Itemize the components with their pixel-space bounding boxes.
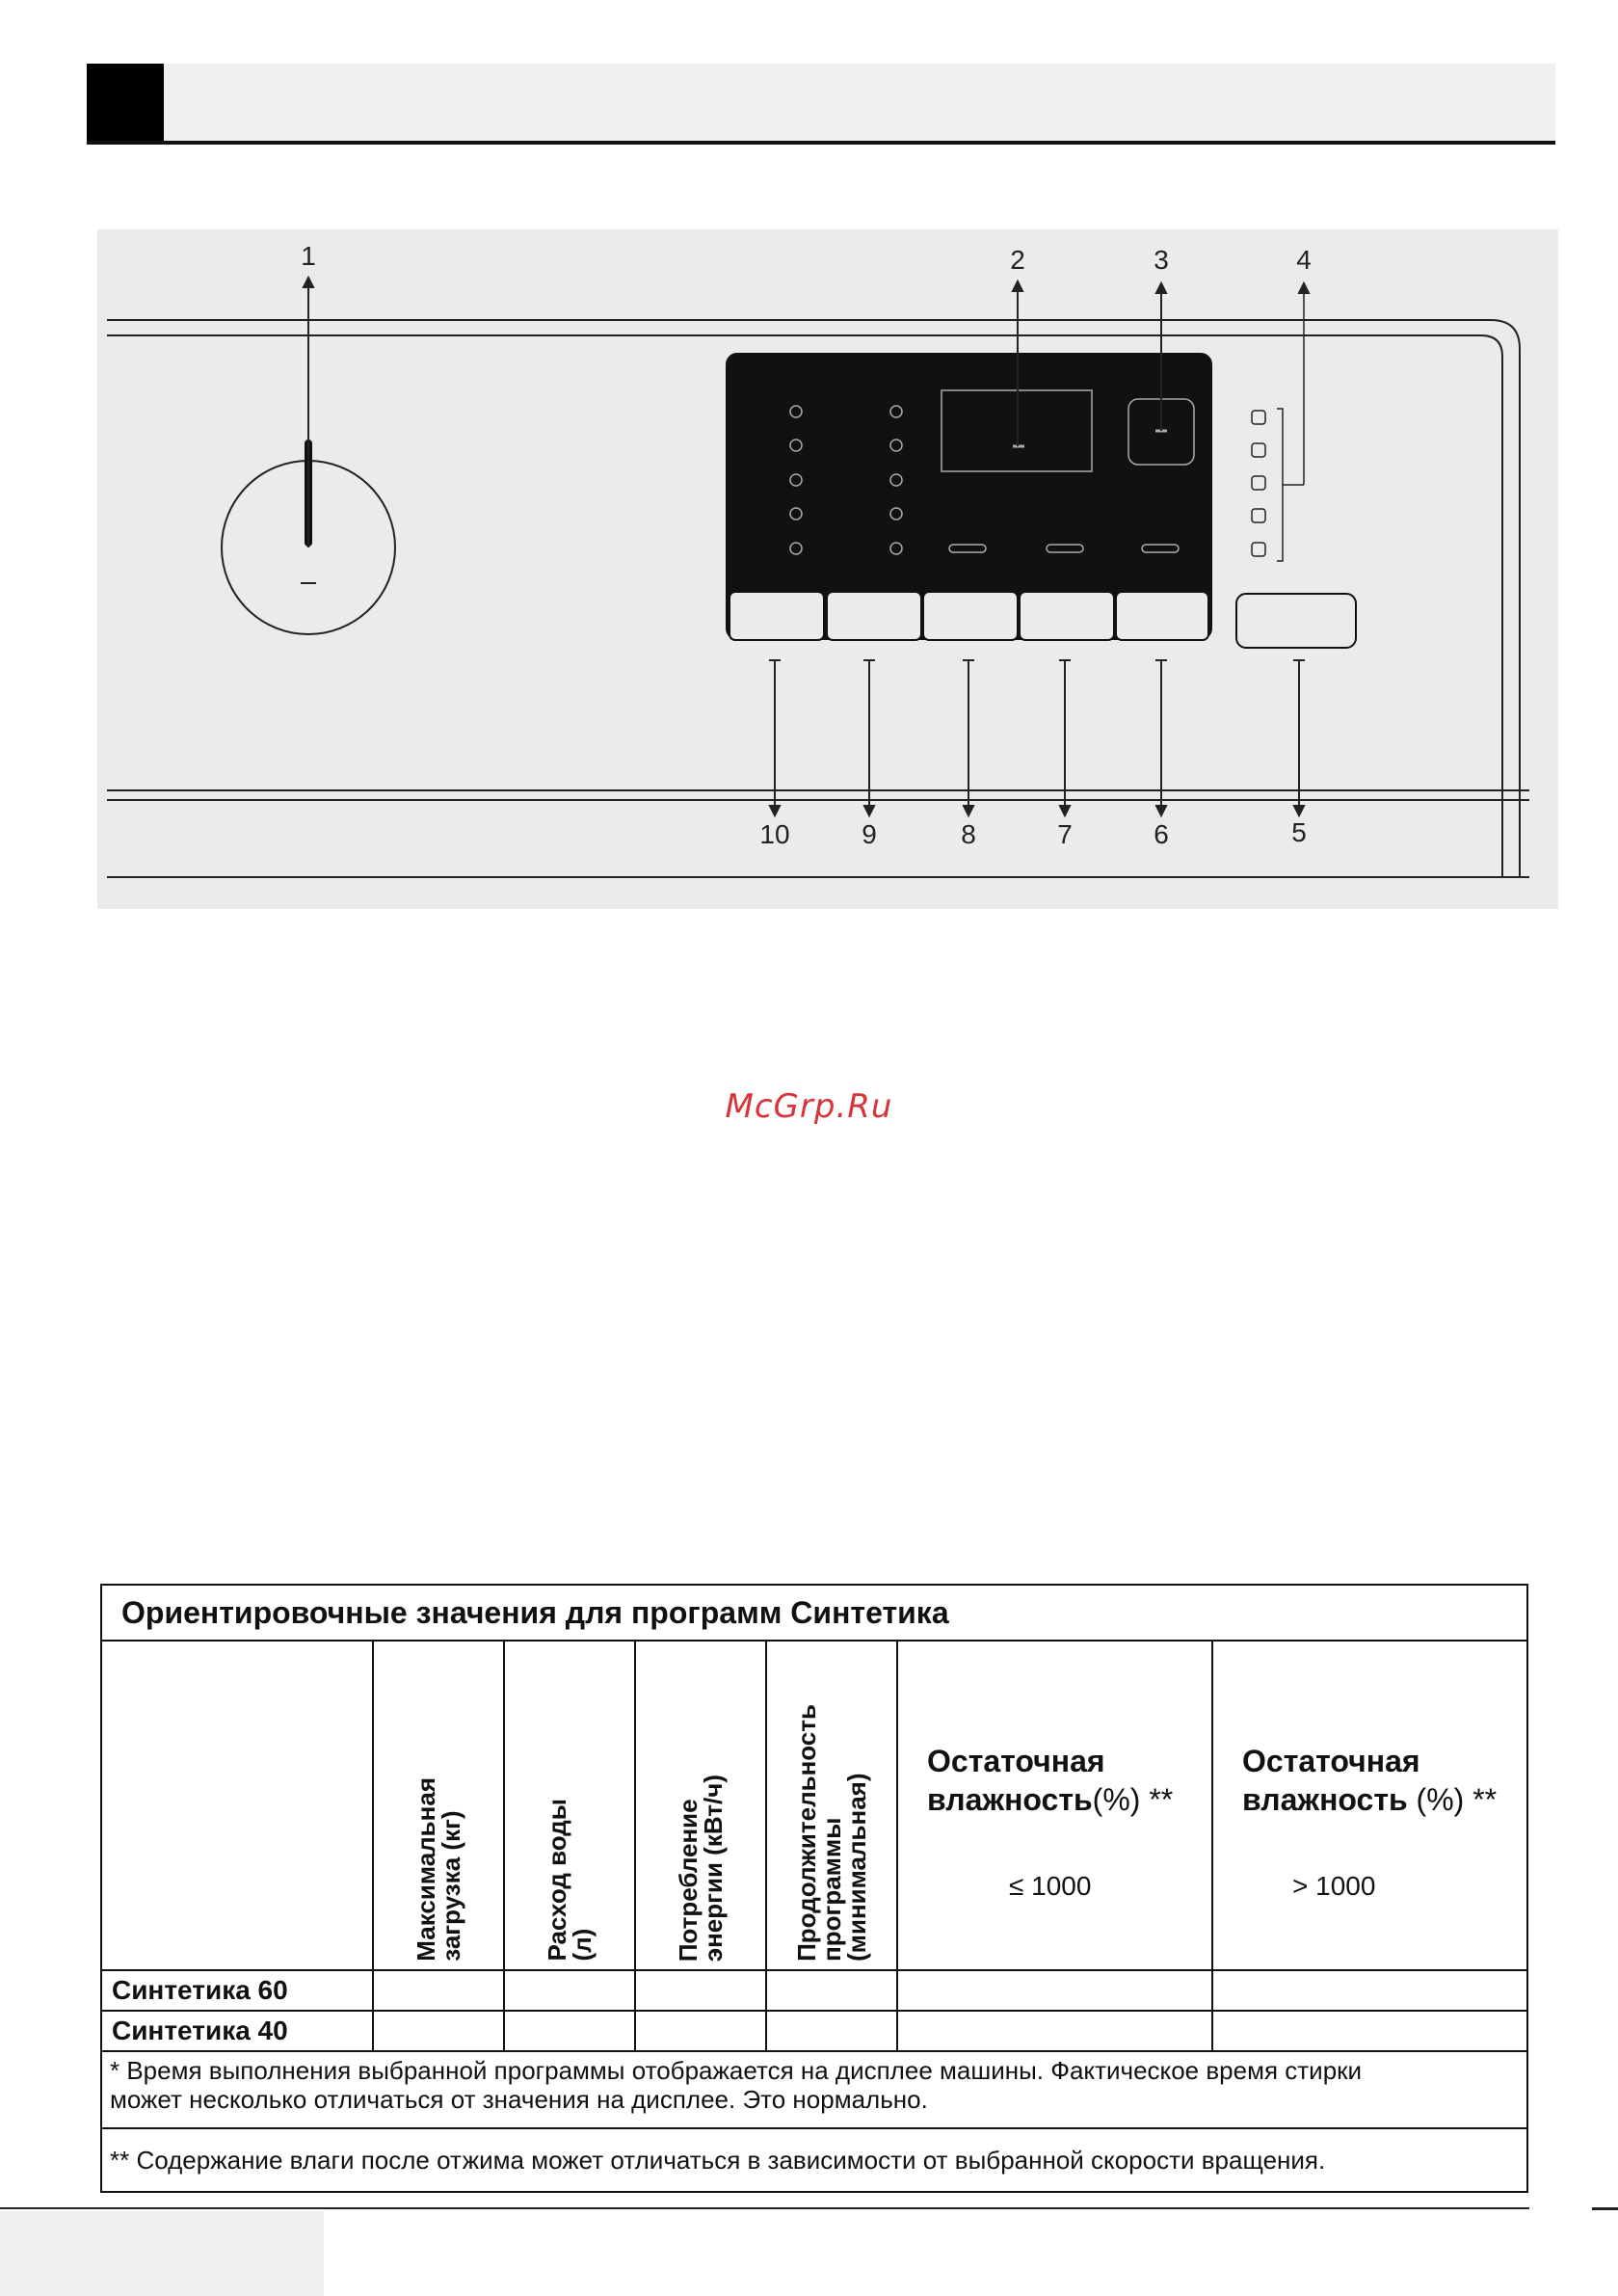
- humidity-low-mark: **: [1149, 1782, 1174, 1817]
- table-cell: [896, 1969, 1213, 2012]
- table-cell: [503, 1969, 636, 2012]
- table-cell: [634, 1969, 767, 2012]
- footnote-time: * Время выполнения выбранной программы о…: [99, 2050, 1529, 2129]
- callout-7: 7: [1057, 819, 1073, 849]
- humidity-low-line1: Остаточная: [927, 1744, 1105, 1778]
- humidity-high-line2: влажность: [1242, 1782, 1408, 1817]
- table-cell: [1210, 2010, 1529, 2052]
- footer-rule: [0, 2207, 1529, 2209]
- program-buttons: [729, 591, 1209, 641]
- option-lights: [1251, 291, 1305, 562]
- start-button: [1235, 593, 1357, 649]
- callout-8: 8: [961, 819, 976, 849]
- callout-2: 2: [1010, 245, 1025, 275]
- table-title: Ориентировочные значения для программ Си…: [99, 1584, 1529, 1642]
- header-max-load-label: Максимальная загрузка (кг): [411, 1777, 465, 1962]
- humidity-low-line2: влажность: [927, 1782, 1093, 1817]
- table-cell: [765, 2010, 898, 2052]
- program-values-table: Ориентировочные значения для программ Си…: [99, 1584, 1529, 2193]
- header-water: Расход воды (л): [503, 1640, 636, 1971]
- watermark-text: McGrp.Ru: [725, 1087, 893, 1126]
- footnote-moisture: ** Содержание влаги после отжима может о…: [99, 2127, 1529, 2193]
- header-energy-label: Потребление энергии (кВт/ч): [674, 1774, 728, 1962]
- header-duration-label: Продолжительность программы (минимальная…: [792, 1704, 871, 1962]
- humidity-low-condition: ≤ 1000: [1009, 1871, 1092, 1901]
- header-max-load: Максимальная загрузка (кг): [372, 1640, 505, 1971]
- callout-3: 3: [1154, 245, 1169, 275]
- section-header-bar: [87, 64, 1555, 145]
- header-duration: Продолжительность программы (минимальная…: [765, 1640, 898, 1971]
- callout-1: 1: [301, 241, 316, 271]
- table-cell: [634, 2010, 767, 2052]
- callout-6: 6: [1154, 819, 1169, 849]
- humidity-low-unit: (%): [1092, 1782, 1141, 1817]
- header-empty: [100, 1640, 374, 1971]
- callout-9: 9: [862, 819, 877, 849]
- humidity-high-unit: (%): [1416, 1782, 1465, 1817]
- footer-page-tick: [1592, 2207, 1618, 2210]
- control-panel-drawing: [107, 275, 1529, 878]
- table-cell: [765, 1969, 898, 2012]
- control-panel-diagram: 1 2 3 4 5 6 7 8 9 10: [97, 229, 1558, 909]
- header-water-label: Расход воды (л): [543, 1799, 597, 1962]
- header-humidity-low: Остаточная влажность(%) ** ≤ 1000: [896, 1640, 1213, 1971]
- footer-block: [0, 2211, 324, 2296]
- table-cell: [1210, 1969, 1529, 2012]
- humidity-high-mark: **: [1472, 1782, 1498, 1817]
- callout-10: 10: [759, 819, 790, 849]
- table-cell: [372, 2010, 505, 2052]
- humidity-high-line1: Остаточная: [1242, 1744, 1420, 1778]
- header-energy: Потребление энергии (кВт/ч): [634, 1640, 767, 1971]
- table-cell: [372, 1969, 505, 2012]
- table-cell: [503, 2010, 636, 2052]
- display-housing: [726, 353, 1212, 640]
- callout-5: 5: [1291, 817, 1307, 847]
- table-row: Синтетика 40: [100, 2010, 1529, 2052]
- row-label: Синтетика 60: [100, 1969, 374, 2012]
- table-row: Синтетика 60: [100, 1969, 1529, 2012]
- row-label: Синтетика 40: [100, 2010, 374, 2052]
- header-humidity-high: Остаточная влажность (%) ** > 1000: [1210, 1640, 1529, 1971]
- section-number-block: [87, 64, 164, 141]
- humidity-high-condition: > 1000: [1292, 1871, 1376, 1901]
- table-cell: [896, 2010, 1213, 2052]
- callout-4: 4: [1296, 245, 1312, 275]
- indicator-lights: [789, 389, 1195, 555]
